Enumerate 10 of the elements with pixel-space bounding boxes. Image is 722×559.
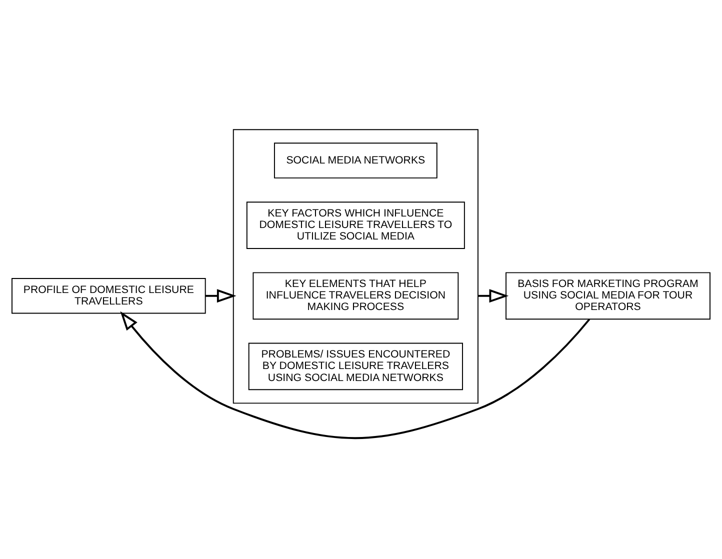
arrow bbox=[205, 288, 236, 302]
cluster bbox=[232, 128, 478, 404]
arrow bbox=[120, 310, 590, 438]
arrow bbox=[478, 288, 509, 302]
node-box: SOCIAL MEDIA NETWORKS bbox=[274, 142, 438, 178]
node-box: KEY ELEMENTS THAT HELP INFLUENCE TRAVELERS DECISION MAKING PROCESS bbox=[252, 272, 459, 320]
node-box: PROBLEMS/ ISSUES ENCOUNTERED BY DOMESTIC LEISURE TRAVELERS USING SOCIAL MEDIA NETWORKS bbox=[248, 342, 463, 390]
node-box: PROFILE OF DOMESTIC LEISURE TRAVELLERS bbox=[12, 278, 206, 314]
node-box: KEY FACTORS WHICH INFLUENCE DOMESTIC LEISURE TRAVELLERS TO UTILIZE SOCIAL MEDIA bbox=[246, 201, 465, 248]
node-box: BASIS FOR MARKETING PROGRAM USING SOCIAL MEDIA FOR TOUR OPERATORS bbox=[506, 272, 710, 320]
